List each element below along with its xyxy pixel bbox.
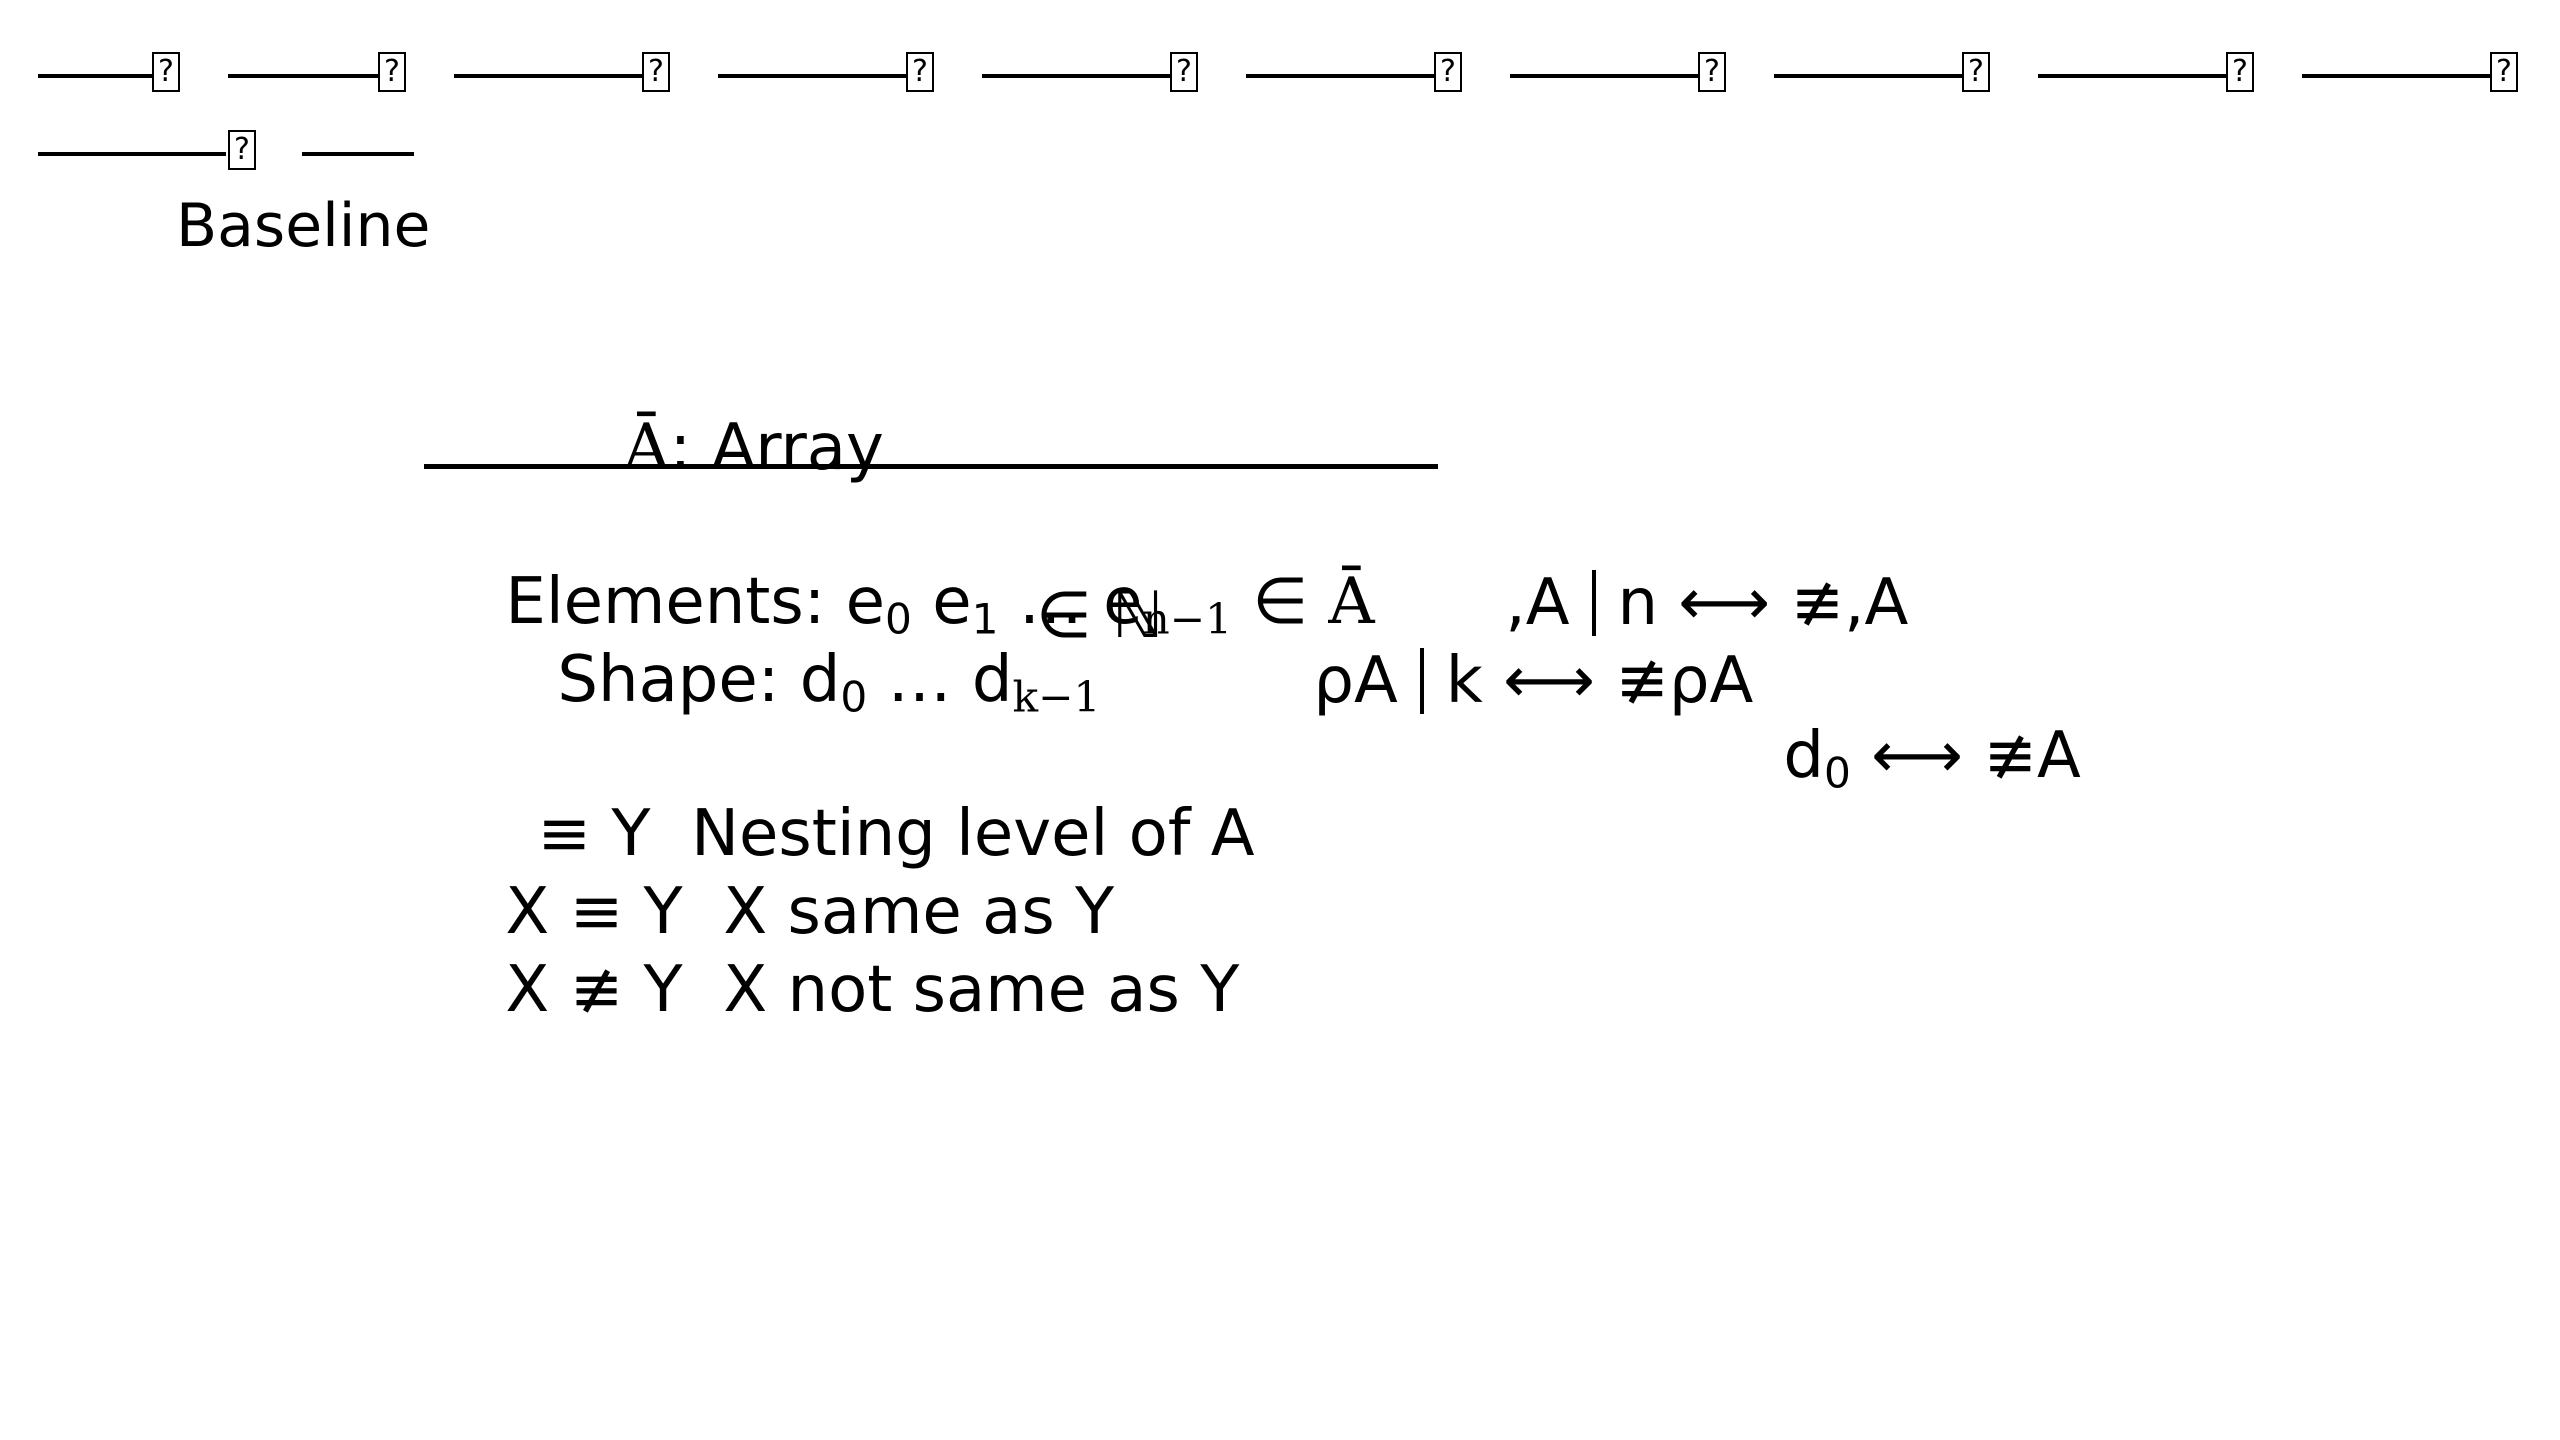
first-dim-relation: ⟷ ≢A	[1850, 719, 2081, 793]
title-text: : Array	[669, 411, 884, 485]
def-text: X same as Y	[723, 875, 1115, 949]
shape-count: k	[1445, 644, 1483, 718]
first-dim-d: d	[1783, 719, 1824, 793]
placeholder-box-icon: ?	[152, 52, 180, 92]
placeholder-line	[2038, 74, 2226, 78]
def-text: X not same as Y	[723, 953, 1240, 1027]
placeholder-line	[1510, 74, 1698, 78]
placeholder-line	[2302, 74, 2490, 78]
element-e0-subscript: 0	[884, 594, 912, 644]
shape-label: Shape: d	[557, 643, 841, 717]
element-en-subscript: n−1	[1142, 594, 1232, 644]
def-left: X ≢ Y	[505, 953, 683, 1027]
placeholder-line	[1246, 74, 1434, 78]
shape-d0-subscript: 0	[840, 672, 868, 722]
element-e1: e	[911, 565, 972, 639]
shape-member: ∈ ℕ	[1036, 579, 1164, 653]
title-divider	[424, 464, 1438, 469]
placeholder-box-icon: ?	[906, 52, 934, 92]
placeholder-line	[302, 152, 414, 156]
def-row-nesting: ≡ Y Nesting level of A	[456, 738, 1254, 930]
placeholder-line	[1774, 74, 1962, 78]
elements-row: Elements: e0 e1 … en−1 ∈ Ā	[424, 506, 1375, 705]
shape-count-expr: ρA k ⟷ ≢ρA	[1232, 584, 1753, 778]
def-left: ≡ Y	[537, 797, 651, 871]
separator-bar	[1419, 648, 1424, 714]
shape-row: Shape: d0 … dk−1	[476, 584, 1100, 783]
ravel-expr: ,A	[1505, 566, 1570, 640]
element-e1-subscript: 1	[971, 594, 999, 644]
first-dim-row: d0 ⟷ ≢A	[1702, 660, 2081, 859]
placeholder-box-icon: ?	[1962, 52, 1990, 92]
placeholder-box-icon: ?	[2490, 52, 2518, 92]
element-e0: e	[845, 565, 885, 639]
placeholder-box-icon: ?	[378, 52, 406, 92]
element-set: Ā	[1328, 565, 1375, 639]
separator-bar	[1591, 570, 1596, 636]
placeholder-box-icon: ?	[1698, 52, 1726, 92]
shape-dk-subscript: k−1	[1012, 672, 1101, 722]
placeholder-box-icon: ?	[228, 130, 256, 170]
element-member: ∈	[1231, 565, 1329, 639]
def-left: X ≡ Y	[505, 875, 683, 949]
placeholder-line	[454, 74, 642, 78]
placeholder-line	[718, 74, 906, 78]
shape-ellipsis: … d	[867, 643, 1013, 717]
placeholder-box-icon: ?	[2226, 52, 2254, 92]
elements-relation: ⟷ ≢,A	[1658, 566, 1909, 640]
placeholder-box-icon: ?	[642, 52, 670, 92]
array-symbol: Ā	[623, 411, 670, 485]
placeholder-line	[982, 74, 1170, 78]
def-text: Nesting level of A	[691, 797, 1255, 871]
def-row-same: X ≡ Y X same as Y	[424, 816, 1114, 1008]
shape-relation: ⟷ ≢ρA	[1482, 644, 1754, 718]
elements-label: Elements:	[505, 565, 846, 639]
baseline-label: Baseline	[176, 191, 431, 261]
element-count: n	[1617, 566, 1659, 640]
placeholder-box-icon: ?	[1434, 52, 1462, 92]
element-ellipsis: … e	[998, 565, 1143, 639]
placeholder-line	[228, 74, 378, 78]
first-dim-subscript: 0	[1824, 748, 1851, 798]
shape-expr: ρA	[1313, 644, 1398, 718]
placeholder-box-icon: ?	[1170, 52, 1198, 92]
def-row-not-same: X ≢ Y X not same as Y	[424, 894, 1239, 1086]
placeholder-line	[38, 152, 226, 156]
placeholder-line	[38, 74, 152, 78]
elements-count-expr: ,A n ⟷ ≢,A	[1424, 506, 1908, 700]
